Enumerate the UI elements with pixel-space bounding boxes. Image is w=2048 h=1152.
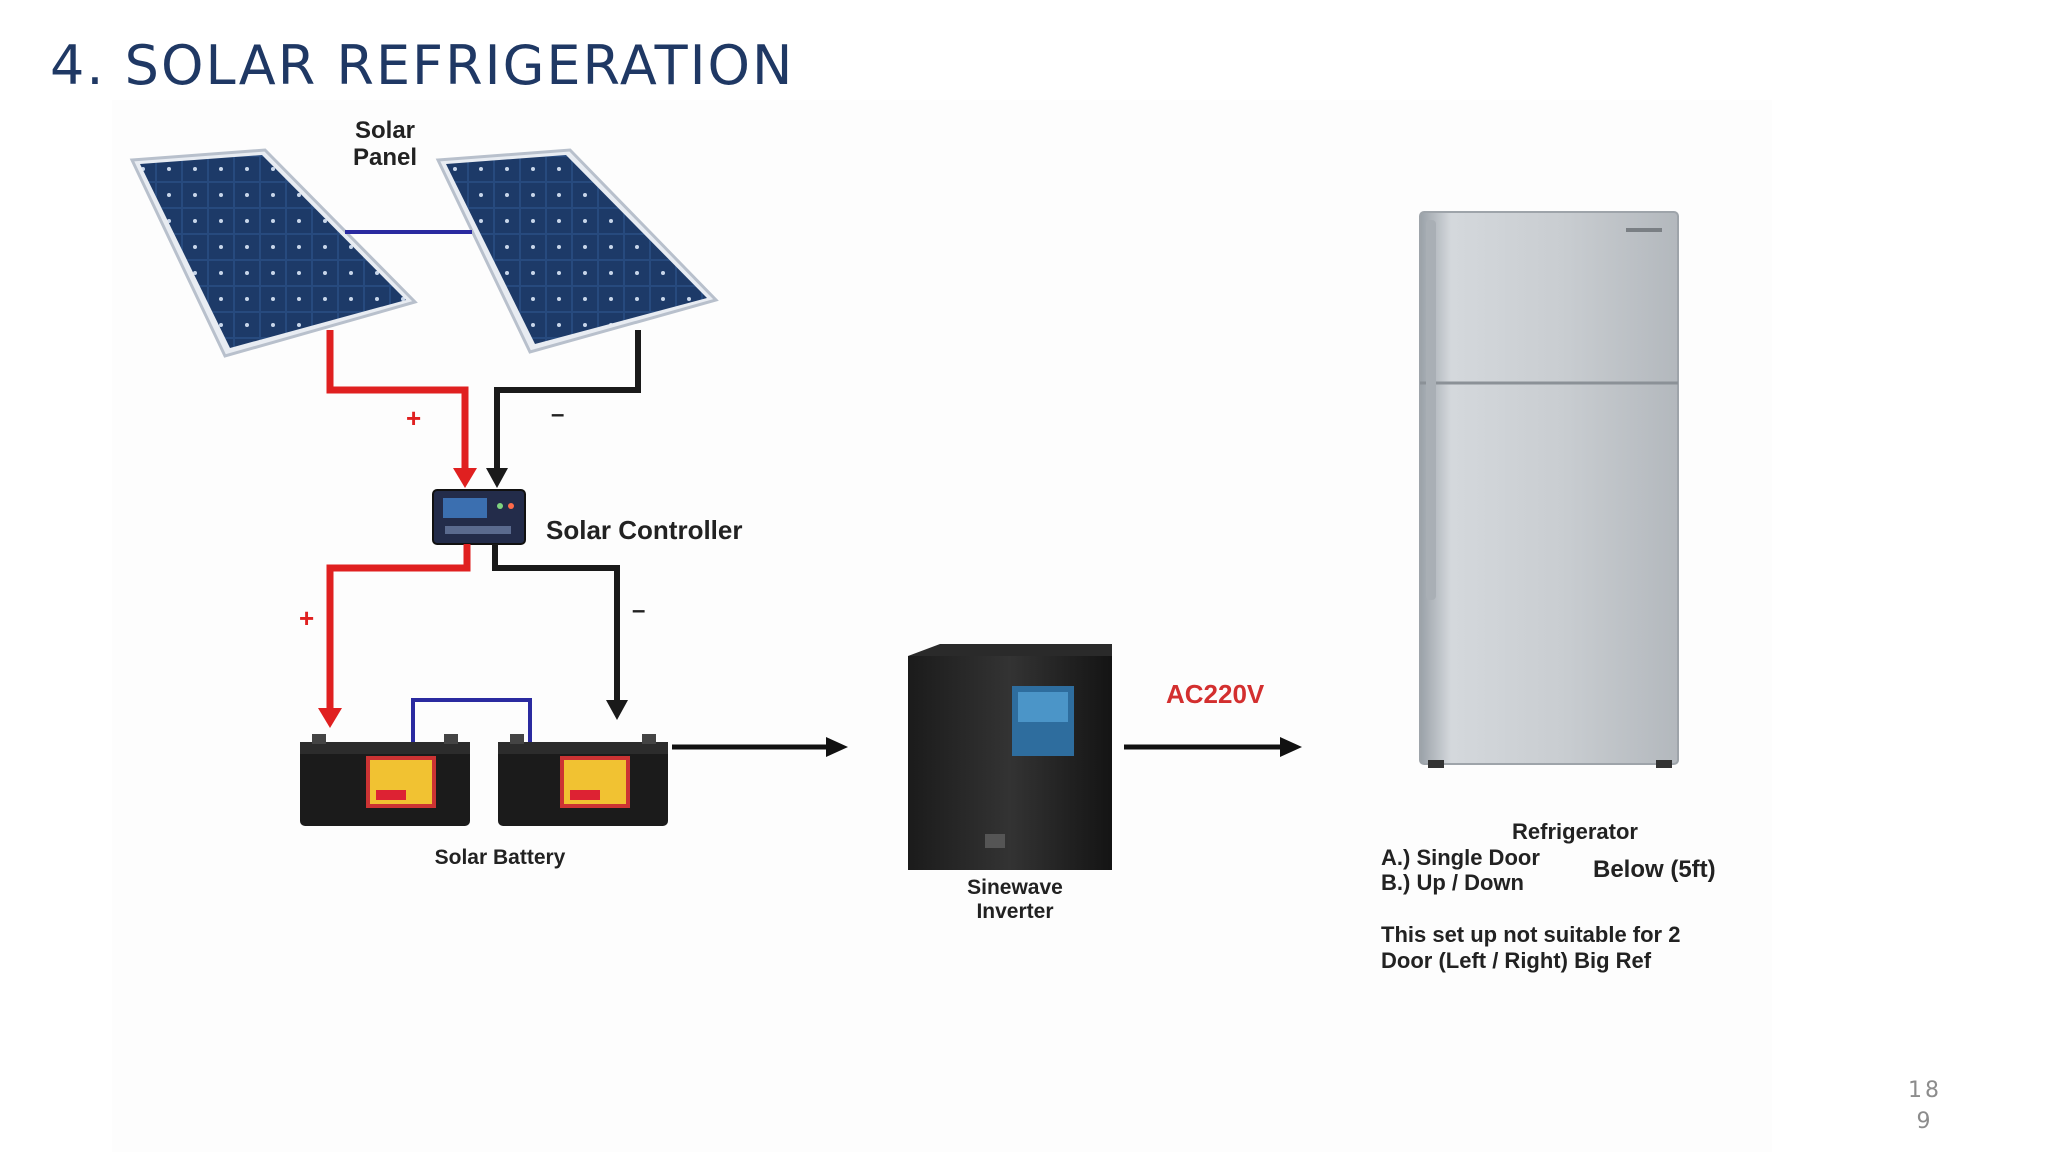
panel-positive-arrowhead <box>453 468 477 488</box>
solar-panel-right <box>435 148 719 354</box>
solar-battery-left <box>300 734 470 826</box>
refrigerator-warning-note: This set up not suitable for 2 Door (Lef… <box>1381 922 1681 974</box>
battery-negative-sign: – <box>632 597 646 624</box>
solar-battery-right <box>498 734 668 826</box>
refrigerator-title: Refrigerator <box>1512 819 1638 844</box>
panel-negative-arrowhead <box>486 468 508 488</box>
panel-positive-sign: + <box>406 403 422 433</box>
sinewave-inverter-device <box>908 644 1112 870</box>
battery-to-inverter-arrowhead <box>826 737 848 757</box>
battery-negative-arrowhead <box>606 700 628 720</box>
inverter-label: Sinewave Inverter <box>967 876 1063 923</box>
battery-positive-arrowhead <box>318 708 342 728</box>
refrigerator-option-b: B.) Up / Down <box>1381 870 1524 895</box>
refrigerator-device <box>1419 211 1679 768</box>
battery-negative-wire <box>492 544 620 702</box>
inverter-to-fridge-arrowhead <box>1280 737 1302 757</box>
solar-panel-label: Solar Panel <box>352 117 418 171</box>
slide-title: 4. SOLAR REFRIGERATION <box>50 34 795 97</box>
solar-controller-device <box>432 489 526 545</box>
page-number-line-1: 18 <box>1908 1078 1942 1103</box>
panel-negative-sign: – <box>551 401 565 428</box>
battery-link-wire <box>411 698 532 742</box>
refrigerator-size-note: Below (5ft) <box>1593 856 1716 883</box>
solar-panel-left <box>129 148 418 358</box>
solar-controller-label: Solar Controller <box>546 515 743 545</box>
battery-positive-sign: + <box>299 603 315 633</box>
panel-negative-wire <box>494 330 641 470</box>
panel-positive-wire <box>326 330 469 470</box>
page-number: 18 9 <box>1890 1076 1960 1138</box>
solar-battery-label: Solar Battery <box>434 846 566 869</box>
page-number-line-2: 9 <box>1916 1108 1934 1134</box>
battery-positive-wire <box>326 544 471 710</box>
refrigerator-option-a: A.) Single Door <box>1381 845 1540 870</box>
ac-voltage-label: AC220V <box>1166 679 1265 709</box>
